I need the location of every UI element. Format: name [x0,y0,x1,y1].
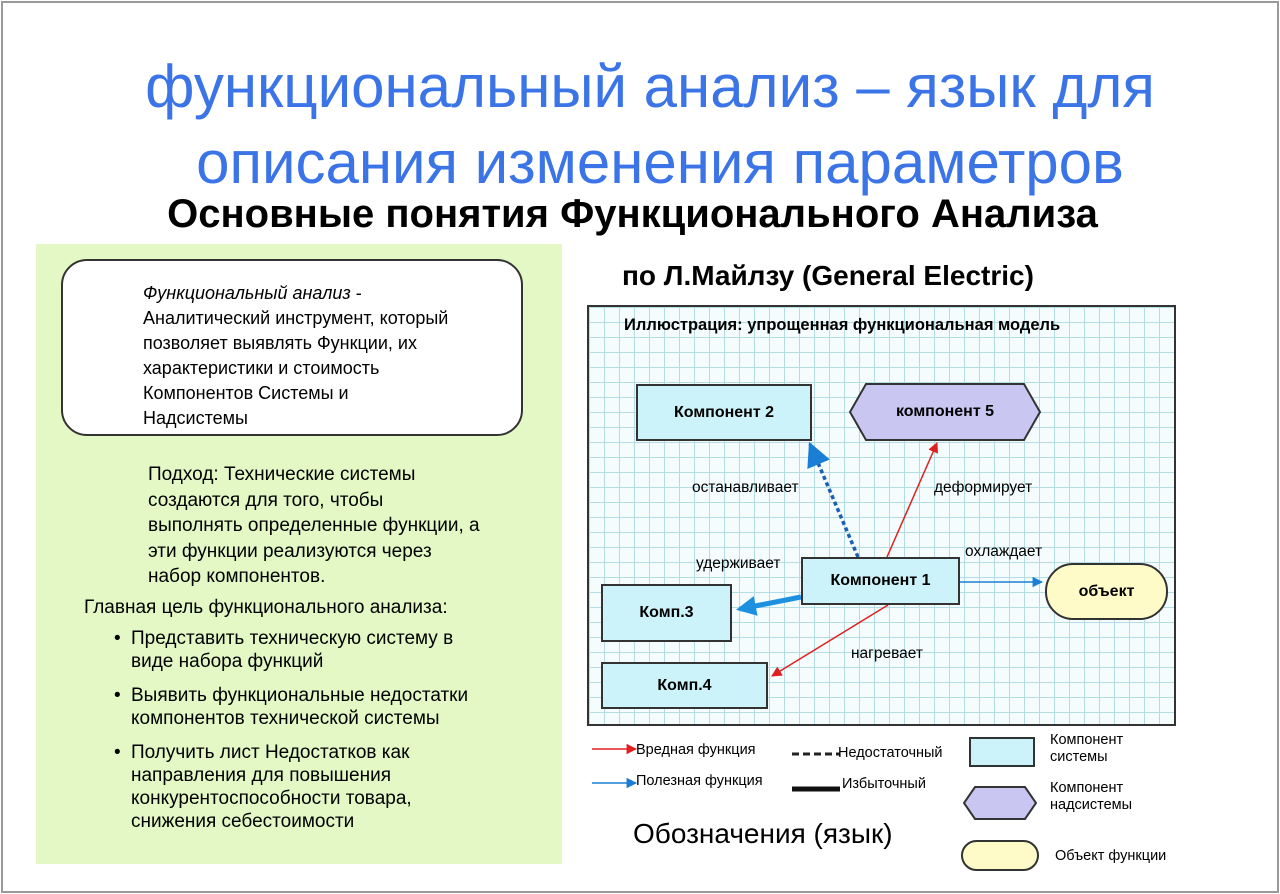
approach-line: Подход: Технические системы [148,464,416,485]
function-label-deforms: деформирует [934,479,1033,496]
goal-item: Выявить функциональные недостатки компон… [114,684,554,730]
legend-system-component-line: Компонент [1050,732,1124,748]
definition-dash: - [350,283,362,303]
component-2: Компонент 2 [636,384,812,441]
goal-line: Выявить функциональные недостатки [131,685,469,706]
approach-line: набор компонентов. [148,566,326,587]
notation-caption: Обозначения (язык) [633,818,893,849]
function-label-holds: удерживает [696,555,781,572]
goal-line: компонентов технической системы [131,708,440,729]
diagram-grid [587,305,1176,726]
approach-line: выполнять определенные функции, а [148,515,480,536]
definition-line: Надсистемы [143,408,248,428]
goal-line: виде набора функций [131,651,324,672]
goals-list: Представить техническую систему в виде н… [114,627,554,844]
legend-excessive-label: Избыточный [842,776,926,792]
object-pill: объект [1045,563,1168,620]
component-1: Компонент 1 [801,557,960,605]
diagram-attribution: по Л.Майлзу (General Electric) [622,260,1034,291]
legend-supersystem-line: надсистемы [1050,797,1133,813]
component-4: Комп.4 [601,662,768,709]
goal-line: Представить техническую систему в [131,628,454,649]
definition-line: Аналитический инструмент, который [143,308,449,328]
legend-supersystem-label: Компонент надсистемы [1050,780,1132,814]
stops-arrow [807,441,860,558]
goal-line: направления для повышения [131,765,392,786]
legend-supersystem-line: Компонент [1050,780,1124,796]
goal-line: Получить лист Недостатков как [131,742,410,763]
holds-arrow [736,594,802,616]
legend-supersystem-hexagon [962,786,1038,820]
definition-line: характеристики и стоимость [143,358,380,378]
illustration-title: Иллюстрация: упрощенная функциональная м… [624,316,1061,334]
legend-system-component-label: Компонент системы [1050,732,1123,766]
definition-line: Компонентов Системы и [143,383,349,403]
definition-first-line: Функциональный анализ - [143,281,521,306]
component-3: Комп.3 [601,584,732,642]
component-5-hexagon [848,383,1042,441]
approach-paragraph: Подход: Технические системы создаются дл… [148,462,548,590]
goal-item: Получить лист Недостатков как направлени… [114,741,554,833]
legend-useful-label: Полезная функция [636,773,763,789]
legend-system-component-box [969,737,1035,767]
goal-line: конкурентоспособности товара, [131,788,412,809]
legend-insufficient-label: Недостаточный [838,745,943,761]
slide-subtitle: Основные понятия Функционального Анализа [167,192,1098,236]
legend-object-pill [961,840,1039,871]
slide-title-line-1: функциональный анализ – язык для [145,53,1155,120]
definition-line: позволяет выявлять Функции, их [143,333,417,353]
goal-item: Представить техническую систему в виде н… [114,627,554,673]
function-label-heats: нагревает [851,645,923,662]
approach-line: эти функции реализуются через [148,540,432,562]
goal-line: снижения себестоимости [131,811,355,832]
legend-object-label: Объект функции [1055,848,1167,864]
definition-box: Функциональный анализ - Аналитический ин… [61,259,523,436]
approach-line: создаются для того, чтобы [148,489,384,511]
deforms-arrow [886,442,939,558]
definition-term: Функциональный анализ [143,283,351,303]
function-label-cools: охлаждает [965,543,1043,560]
heats-arrow [771,604,889,677]
component-5-label: компонент 5 [895,403,995,420]
slide-title-line-2: описания изменения параметров [196,129,1124,196]
legend-harmful-label: Вредная функция [636,742,756,758]
legend-system-component-line: системы [1050,749,1108,765]
function-label-stops: останавливает [692,479,799,496]
goal-heading: Главная цель функционального анализа: [84,597,448,618]
